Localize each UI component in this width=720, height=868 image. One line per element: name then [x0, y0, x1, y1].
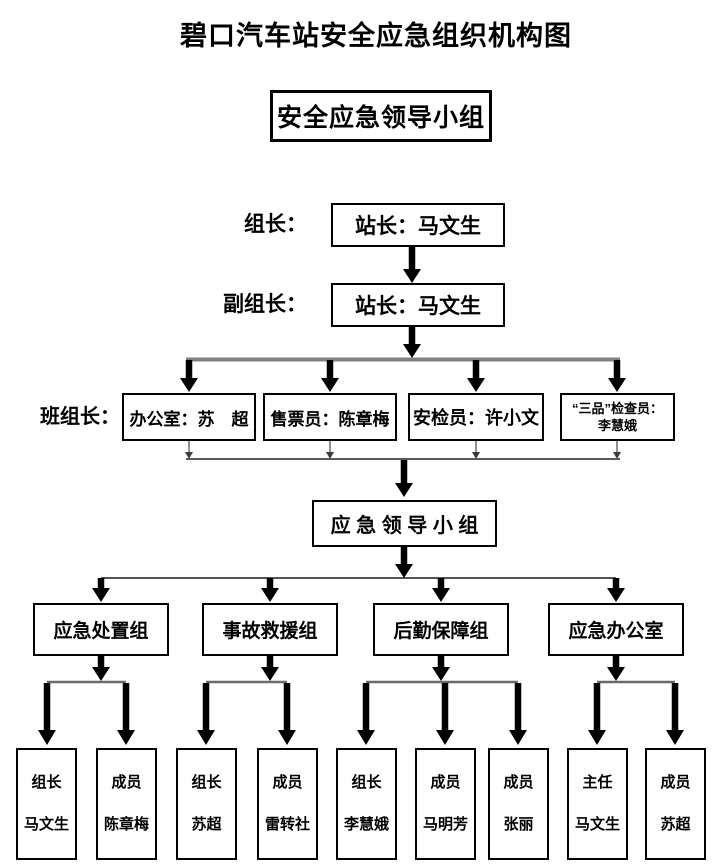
team-box-ticket-seller: 售票员：陈章梅 [263, 393, 397, 441]
member-name: 苏超 [660, 816, 691, 833]
member-box: 成员 陈章梅 [96, 748, 157, 860]
member-box: 成员 马明芳 [415, 748, 476, 860]
arrow-deputy-to-line [403, 327, 421, 358]
arrows-to-team-leader-boxes [180, 360, 626, 392]
member-role: 成员 [503, 774, 534, 791]
member-name: 陈章梅 [103, 816, 149, 833]
member-name: 苏超 [191, 816, 222, 833]
member-name: 张丽 [503, 816, 534, 833]
leader-box: 站长：马文生 [331, 203, 505, 247]
member-role: 组长 [191, 774, 222, 791]
member-name: 马文生 [574, 816, 620, 833]
emergency-leading-group-box: 应 急 领 导 小 组 [312, 500, 497, 547]
safety-leading-group-box: 安全应急领导小组 [270, 90, 492, 142]
member-role: 成员 [272, 774, 303, 791]
contraband-inspector-title: “三品”检查员： [571, 401, 663, 416]
member-role: 组长 [31, 774, 62, 791]
team-leader-row-label: 班组长： [40, 406, 120, 428]
member-name: 李慧娥 [343, 816, 389, 833]
team-box-security-inspector: 安检员：许小文 [408, 393, 544, 441]
member-box: 成员 雷转社 [257, 748, 318, 860]
member-role: 主任 [582, 774, 613, 791]
arrow-group-to-dept-line [395, 547, 413, 578]
member-box: 组长 苏超 [176, 748, 237, 860]
member-box: 组长 李慧娥 [336, 748, 397, 860]
page-title: 碧口汽车站安全应急组织机构图 [180, 21, 572, 51]
dept-box-logistics-support: 后勤保障组 [373, 603, 509, 656]
member-box: 成员 张丽 [488, 748, 549, 860]
member-role: 成员 [430, 774, 461, 791]
member-box: 主任 马文生 [567, 748, 628, 860]
arrows-to-member-boxes [38, 683, 684, 745]
arrows-to-department-boxes [92, 578, 625, 602]
member-name: 马文生 [23, 816, 69, 833]
team-box-office: 办公室：苏 超 [122, 393, 256, 441]
member-role: 成员 [660, 774, 691, 791]
dept-box-accident-rescue: 事故救援组 [202, 603, 338, 656]
deputy-leader-row-label: 副组长： [223, 293, 307, 316]
contraband-inspector-name: 李慧娥 [597, 418, 637, 433]
dept-box-emergency-response: 应急处置组 [33, 603, 169, 656]
member-name: 雷转社 [264, 816, 310, 833]
arrow-leader-to-deputy [403, 247, 421, 283]
member-role: 组长 [351, 774, 382, 791]
arrows-dept-to-member-lines [92, 656, 625, 681]
member-box: 成员 苏超 [645, 748, 706, 860]
leader-row-label: 组长： [244, 213, 307, 236]
member-name: 马明芳 [422, 816, 468, 833]
member-role: 成员 [111, 774, 142, 791]
team-box-contraband-inspector: “三品”检查员： 李慧娥 [560, 393, 675, 441]
deputy-leader-box: 站长：马文生 [331, 283, 505, 327]
member-box: 组长 马文生 [16, 748, 77, 860]
dept-box-emergency-office: 应急办公室 [548, 603, 684, 656]
thin-arrows-to-collector-line [185, 441, 621, 459]
arrow-to-emergency-group-box [395, 460, 413, 497]
